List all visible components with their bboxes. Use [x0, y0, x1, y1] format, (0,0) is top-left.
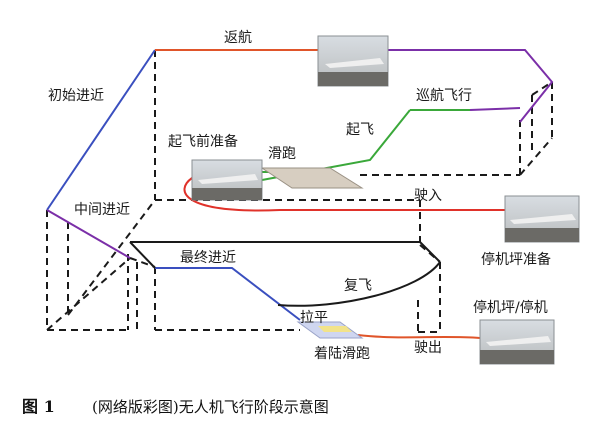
label-cruise: 巡航飞行: [416, 88, 472, 104]
takeoff-runway: [260, 167, 364, 189]
label-flare: 拉平: [300, 310, 328, 326]
label-final-approach: 最终进近: [180, 250, 236, 266]
label-taxi: 滑跑: [268, 145, 296, 162]
label-intermediate-approach: 中间进近: [74, 202, 130, 218]
cruise-path: [388, 49, 554, 123]
figure-caption: 图 1 (网络版彩图)无人机飞行阶段示意图: [22, 397, 329, 416]
phase-labels: 返航 初始进近 巡航飞行 起飞 起飞前准备 滑跑 驶入 中间进近 停机坪准备 最…: [48, 30, 551, 362]
label-apron-prep: 停机坪准备: [481, 251, 551, 268]
intermediate-approach-path: [46, 209, 131, 259]
label-taxi-in: 驶入: [414, 188, 442, 204]
aircraft-photo-apron-park: [479, 319, 555, 365]
taxi-out-path: [357, 334, 481, 339]
caption-number: 图 1: [22, 397, 55, 416]
label-go-around: 复飞: [344, 277, 372, 294]
label-initial-approach: 初始进近: [48, 87, 104, 104]
frame-lines: [46, 50, 553, 333]
initial-approach-path: [46, 49, 156, 211]
aircraft-photos: [191, 35, 580, 365]
cruise-segment: [469, 107, 521, 111]
runways: [260, 167, 364, 339]
aircraft-photo-apron-prep: [504, 195, 580, 243]
taxi-in-path: [183, 177, 505, 212]
go-around-curve: [277, 261, 441, 307]
aircraft-photo-pre-takeoff: [191, 159, 263, 201]
label-landing-rollout: 着陆滑跑: [314, 345, 370, 362]
label-taxi-out: 驶出: [414, 340, 442, 356]
final-approach-path: [155, 267, 301, 321]
label-pre-takeoff-prep: 起飞前准备: [168, 133, 238, 150]
flight-paths: [46, 49, 554, 339]
aircraft-photo-return: [317, 35, 389, 87]
caption-text: (网络版彩图)无人机飞行阶段示意图: [92, 398, 329, 416]
label-return: 返航: [224, 30, 252, 46]
label-takeoff: 起飞: [346, 122, 374, 138]
label-apron-park: 停机坪/停机: [473, 299, 548, 316]
